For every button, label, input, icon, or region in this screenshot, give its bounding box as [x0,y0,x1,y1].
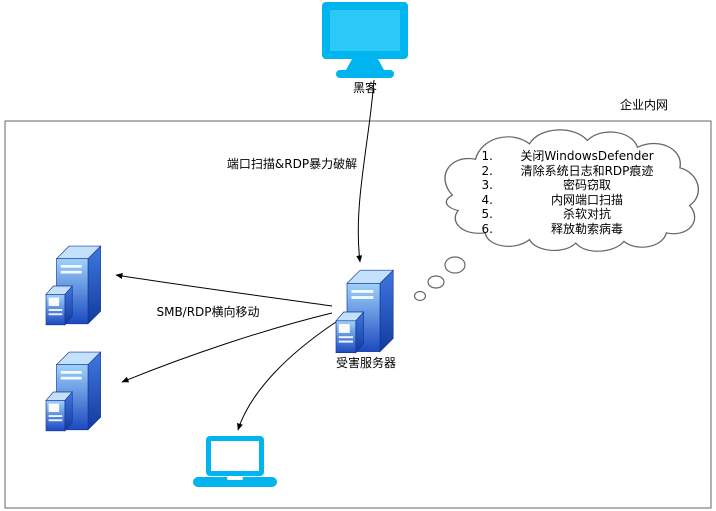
cloud-item-text: 杀软对抗 [562,207,611,221]
lateral-target-server-a-icon [45,245,102,326]
thought-bubble-trail [413,256,466,302]
intranet-label: 企业内网 [619,98,668,112]
cloud-item-number: 1. [481,149,493,163]
cloud-item-number: 3. [481,178,493,192]
cloud-item-number: 4. [481,192,493,207]
cloud-list-item: 5. 杀软对抗 [466,207,678,222]
cloud-list-item: 1. 关闭WindowsDefender [466,149,678,164]
laptop-icon [193,436,277,487]
cloud-item-text: 清除系统日志和RDP痕迹 [520,163,654,178]
victim-server-label: 受害服务器 [335,356,396,370]
lateral-target-server-b-icon [45,351,102,432]
attack-arrows [115,79,375,431]
lateral-move-arrow-label: SMB/RDP横向移动 [156,305,260,319]
cloud-item-text: 内网端口扫描 [550,192,623,207]
cloud-item-text: 释放勒索病毒 [550,221,623,236]
cloud-item-number: 6. [481,221,493,236]
cloud-item-number: 2. [481,163,493,178]
intranet-boundary [4,120,712,509]
thought-cloud-icon [413,129,700,302]
cloud-item-number: 5. [481,207,493,221]
hacker-label: 黑客 [352,81,377,95]
port-scan-arrow-label: 端口扫描&RDP暴力破解 [226,157,358,171]
cloud-list-item: 3. 密码窃取 [466,178,678,193]
cloud-list-item: 2. 清除系统日志和RDP痕迹 [466,164,678,179]
thought-cloud-list: 1. 关闭WindowsDefender 2. 清除系统日志和RDP痕迹 3. … [466,149,678,236]
victim-server-icon [335,269,394,354]
cloud-item-text: 密码窃取 [562,178,611,192]
cloud-list-item: 6. 释放勒索病毒 [466,222,678,237]
cloud-item-text: 关闭WindowsDefender [520,149,654,163]
arrow-lateral-bottom [121,312,333,383]
hacker-monitor-icon [322,2,408,78]
cloud-list-item: 4. 内网端口扫描 [466,193,678,208]
arrow-to-laptop [237,321,337,431]
arrow-lateral-top [115,273,333,307]
arrow-port-scan [356,79,375,263]
